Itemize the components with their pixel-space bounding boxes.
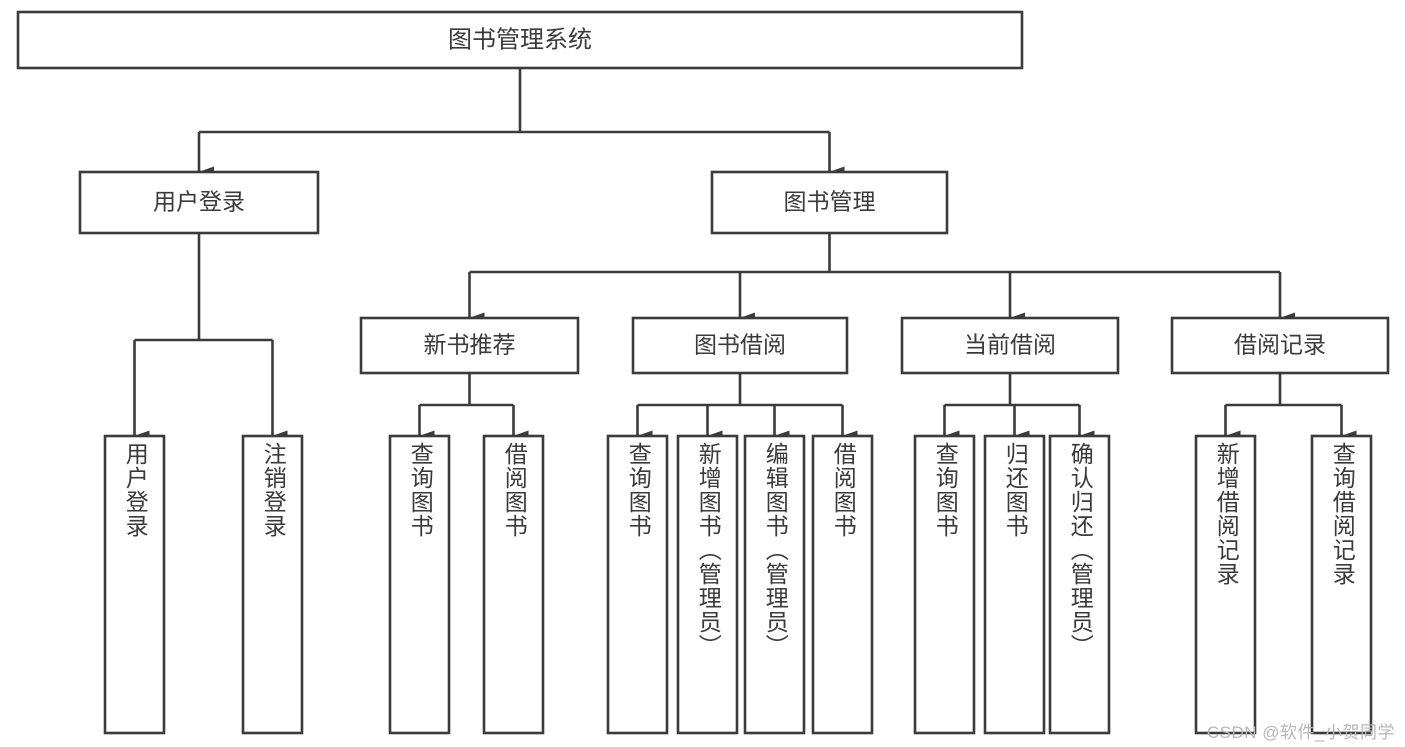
leaf-label-leaf-query-book-2: 查询图书 [625,442,652,538]
node-l1-book_manage[interactable] [710,170,949,235]
node-l1-user_login[interactable] [78,170,320,235]
leaf-box-leaf-query-book-1[interactable] [388,434,451,735]
leaf-box-leaf-logout[interactable] [241,434,304,735]
leaf-label-leaf-return-book: 归还图书 [1002,442,1029,538]
leaf-box-leaf-return-book[interactable] [983,434,1046,735]
leaf-label-leaf-logout: 注销登录 [260,442,287,538]
leaf-label-leaf-borrow-book-2: 借阅图书 [830,442,857,538]
node-l2-label-book_borrow: 图书借阅 [694,332,786,358]
node-l2-current_borrow[interactable] [900,316,1120,375]
leaf-label-leaf-borrow-book-1: 借阅图书 [501,442,528,538]
leaf-box-leaf-query-book-2[interactable] [606,434,669,735]
leaf-label-leaf-edit-book: 编辑图书（管理员） [762,442,789,658]
node-root-图书管理系统[interactable] [16,10,1024,70]
leaf-label-leaf-user-login: 用户登录 [122,442,149,538]
leaf-label-leaf-add-record: 新增借阅记录 [1213,442,1240,586]
leaf-label-leaf-query-book-3: 查询图书 [932,442,959,538]
node-l2-borrow_record[interactable] [1170,316,1390,375]
node-l1-label-user_login: 用户登录 [153,189,245,215]
leaf-label-leaf-query-record: 查询借阅记录 [1329,442,1356,586]
leaf-label-leaf-confirm-return: 确认归还（管理员） [1067,442,1094,658]
leaf-box-leaf-add-book[interactable] [676,434,739,735]
leaf-label-leaf-query-book-1: 查询图书 [407,442,434,538]
leaf-label-leaf-add-book: 新增图书（管理员） [695,442,722,658]
leaf-box-leaf-user-login[interactable] [103,434,166,735]
leaf-box-leaf-add-record[interactable] [1194,434,1257,735]
box-layer [16,10,1390,735]
connector-layer [133,68,1357,442]
node-root-label: 图书管理系统 [448,26,592,53]
leaf-box-leaf-borrow-book-2[interactable] [811,434,874,735]
node-l2-label-new_book_rec: 新书推荐 [424,332,516,358]
node-l2-book_borrow[interactable] [631,316,849,375]
node-l2-new_book_rec[interactable] [359,316,580,375]
leaf-box-leaf-edit-book[interactable] [743,434,806,735]
leaf-box-leaf-query-record[interactable] [1310,434,1373,735]
node-l2-label-borrow_record: 借阅记录 [1234,332,1326,358]
leaf-box-leaf-borrow-book-1[interactable] [482,434,545,735]
node-l1-label-book_manage: 图书管理 [784,189,876,215]
watermark: CSDN @软件_小贺同学 [1206,723,1395,742]
leaf-box-leaf-query-book-3[interactable] [913,434,976,735]
node-l2-label-current_borrow: 当前借阅 [964,332,1056,358]
leaf-box-leaf-confirm-return[interactable] [1048,434,1111,735]
